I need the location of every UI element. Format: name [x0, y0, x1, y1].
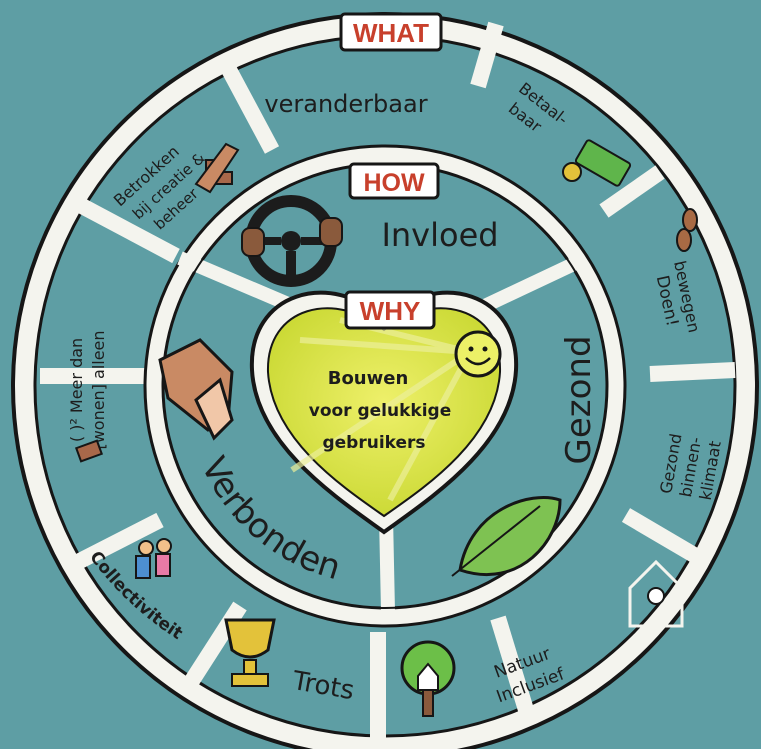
- steering-wheel-icon: [241, 195, 343, 287]
- house-flower-icon: [628, 559, 684, 628]
- why-tag-label: WHY: [360, 296, 421, 326]
- money-icon: [562, 139, 632, 187]
- core-line-1: Bouwen: [328, 368, 409, 389]
- core-line-2: voor gelukkige: [309, 401, 452, 421]
- bricks-icon: [74, 439, 104, 463]
- core-text: Bouwen voor gelukkige gebruikers: [309, 368, 452, 453]
- tree-house-icon: [400, 640, 456, 717]
- how-tag: HOW: [348, 162, 440, 200]
- hands-bricks-icon: [194, 142, 240, 194]
- why-heart: [249, 290, 519, 535]
- footprints-icon: [676, 208, 698, 252]
- trophy-icon: [224, 618, 276, 687]
- group-hug-icon: [135, 538, 172, 579]
- why-tag: WHY: [344, 290, 436, 330]
- smiley-sun-icon: [454, 330, 502, 378]
- what-tag-label: WHAT: [353, 18, 429, 48]
- veranderbaar-label: veranderbaar: [264, 90, 427, 118]
- meer-dan-alleen-segment: ( )² Meer dan [wonen] alleen: [67, 330, 108, 449]
- meer-line-2: [wonen] alleen: [89, 330, 108, 449]
- how-invloed-label: Invloed: [381, 216, 498, 254]
- how-tag-label: HOW: [363, 169, 425, 197]
- meer-line-1: ( )² Meer dan: [67, 338, 86, 442]
- leaf-icon: [451, 496, 562, 577]
- binnenklimaat-segment: Gezond binnen- klimaat: [656, 432, 725, 502]
- handshake-icon: [158, 338, 234, 441]
- how-gezond-label: Gezond: [559, 335, 599, 464]
- what-tag: WHAT: [339, 12, 443, 52]
- core-line-3: gebruikers: [322, 433, 425, 453]
